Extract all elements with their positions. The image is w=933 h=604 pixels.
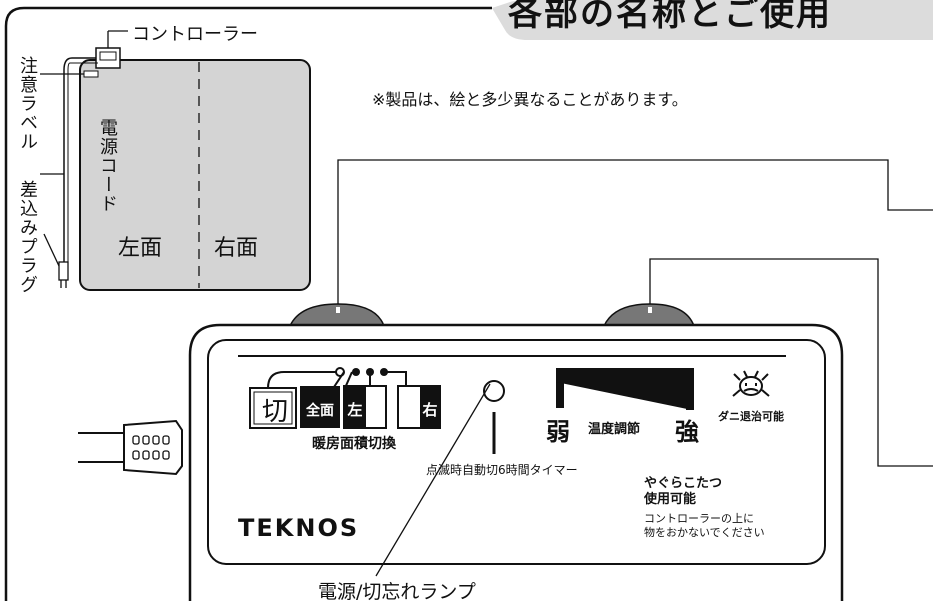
leader-line-lamp — [375, 383, 491, 577]
strong-label: 強 — [675, 418, 699, 446]
note-text: ※製品は、絵と多少異なることがあります。 — [372, 90, 688, 109]
temp-scale-wedge — [556, 368, 692, 410]
leader-line-knob-right — [649, 258, 933, 467]
zone-off-inner — [253, 391, 293, 425]
switch-position-dot — [352, 368, 360, 376]
kotatsu-line2: 使用可能 — [644, 492, 697, 507]
zone-left-fill — [344, 386, 366, 428]
temp-scale-right-end — [686, 368, 694, 410]
zone-all-box — [300, 386, 340, 428]
brand-logo: TEKNOS — [238, 514, 359, 542]
mini-controller-panel — [99, 51, 117, 61]
switch-track — [267, 371, 336, 389]
label-controller: コントローラー — [132, 24, 258, 45]
controller-cord-bg — [78, 432, 124, 462]
label-caution: 注意ラベル — [17, 56, 38, 151]
kotatsu-line1: やぐらこたつ — [644, 476, 723, 491]
leader-line-knob-left — [337, 159, 933, 310]
warning-line1: コントローラーの上に — [644, 512, 754, 525]
label-plug: 差込みプラグ — [17, 180, 38, 294]
temp-control-label: 温度調節 — [588, 422, 641, 437]
label-right-side: 右面 — [214, 236, 259, 261]
zone-all-label: 全面 — [306, 403, 334, 419]
temperature-knob-right — [602, 303, 696, 327]
weak-label: 弱 — [546, 418, 570, 446]
power-cord — [63, 57, 96, 262]
lamp-indicator — [483, 380, 505, 402]
knob-marker — [648, 307, 652, 313]
blanket-panel — [79, 59, 311, 291]
switch-lever — [384, 371, 407, 386]
timer-label: 点滅時自動切6時間タイマー — [426, 463, 578, 477]
cord-bushing — [123, 419, 183, 476]
knob-marker — [336, 307, 340, 313]
label-lamp: 電源/切忘れランプ — [318, 581, 476, 603]
zone-right-fill — [420, 386, 440, 428]
temp-scale-left-end — [556, 368, 564, 408]
warning-line2: 物をおかないでください — [644, 526, 765, 539]
zone-right-label: 右 — [422, 401, 438, 419]
area-switch-label: 暖房面積切換 — [312, 436, 396, 452]
mite-label: ダニ退治可能 — [718, 410, 784, 423]
outer-frame — [4, 6, 492, 601]
zone-off-box — [249, 387, 297, 429]
mite-icon — [732, 370, 770, 397]
page-title: 各部の名称とご使用 — [508, 0, 832, 34]
label-left-side: 左面 — [118, 236, 163, 261]
title-tab — [492, 0, 933, 40]
label-power-cord: 電源コード — [97, 118, 118, 213]
power-cord-inner — [67, 62, 98, 262]
leader-line-plug — [43, 233, 60, 267]
caution-label-mark — [83, 70, 99, 78]
zone-off-label: 切 — [261, 397, 288, 427]
plug-shape — [58, 261, 69, 281]
zone-left-label: 左 — [347, 401, 363, 419]
cord-bushing-ribs — [132, 435, 170, 460]
temperature-knob-left — [288, 303, 386, 327]
